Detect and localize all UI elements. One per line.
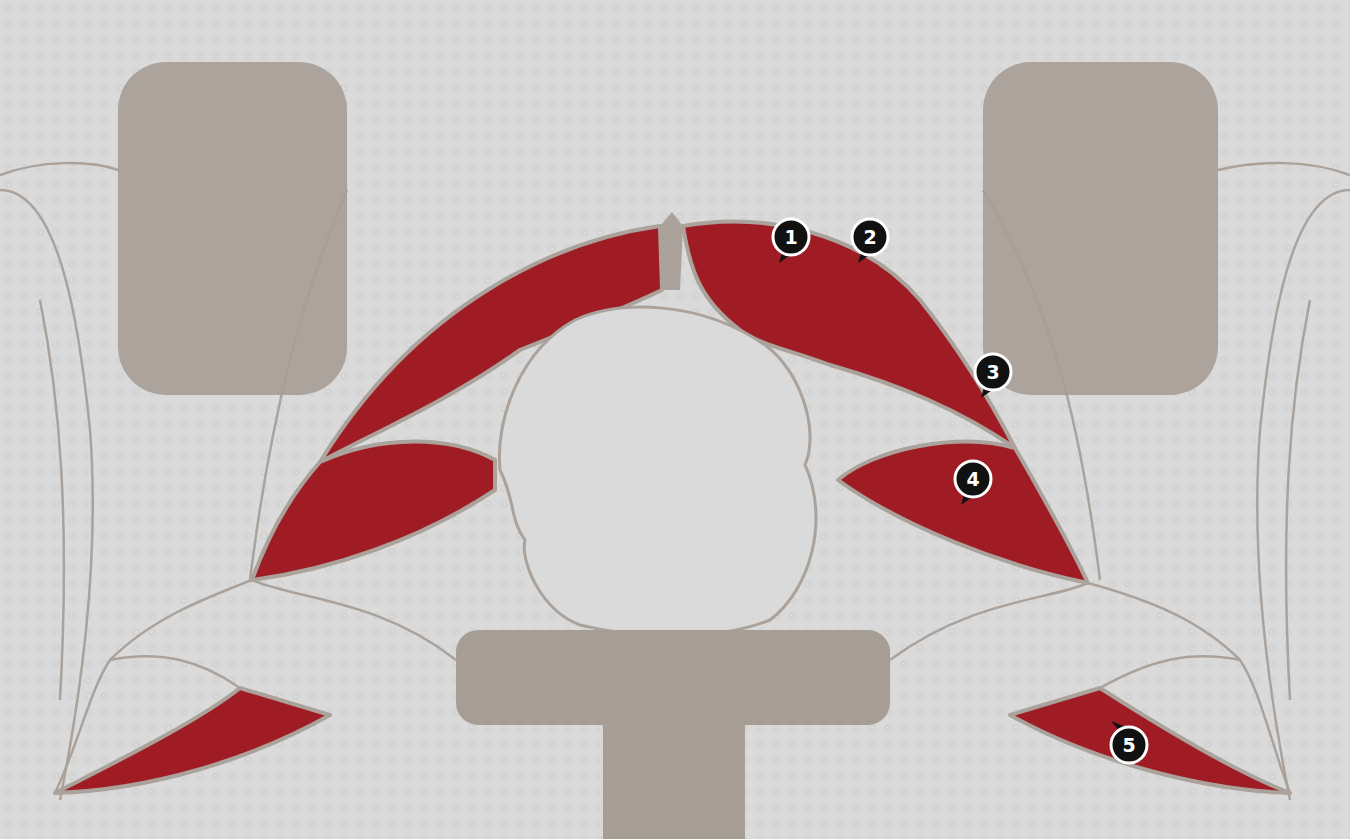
weight-plate xyxy=(983,62,1218,395)
sternum xyxy=(660,212,683,290)
bench-support xyxy=(603,720,745,839)
callout-number: 5 xyxy=(1114,730,1144,760)
head-outline xyxy=(499,307,816,635)
callout-number: 2 xyxy=(855,222,885,252)
muscle-group xyxy=(55,222,1290,793)
deltoid-muscle xyxy=(838,442,1088,583)
callout-markers xyxy=(773,219,1147,763)
callout-number: 1 xyxy=(776,222,806,252)
deltoid-muscle xyxy=(252,441,495,580)
callout-number: 4 xyxy=(958,464,988,494)
triceps-muscle xyxy=(55,688,330,793)
callout-number: 3 xyxy=(978,357,1008,387)
barbell-bar xyxy=(456,630,890,725)
triceps-muscle xyxy=(1010,688,1290,793)
weight-plate xyxy=(118,62,347,395)
